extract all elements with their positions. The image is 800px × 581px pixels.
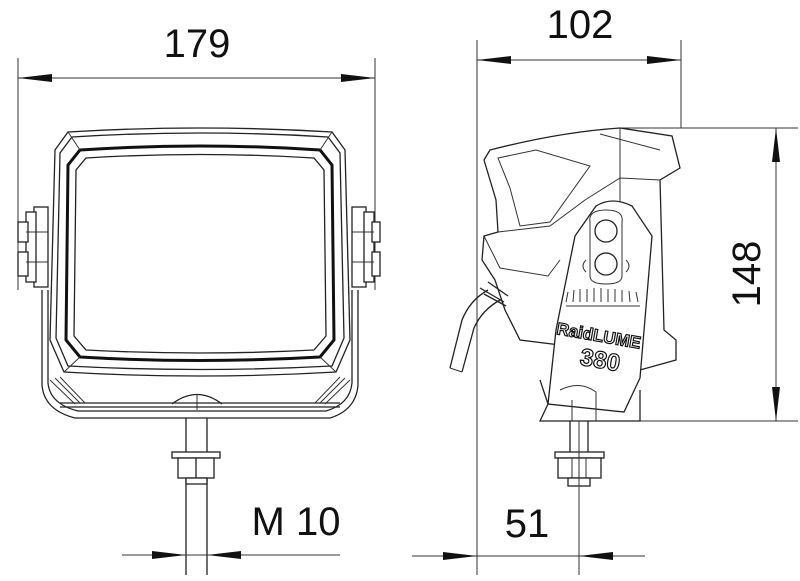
arrow-right-icon	[647, 56, 681, 64]
arrow-left-icon	[477, 56, 511, 64]
height-value: 148	[725, 241, 769, 308]
front-view: 179	[17, 22, 381, 575]
pivot-hole-upper	[594, 219, 618, 243]
arrow-left-icon	[18, 74, 52, 82]
dimension-mount-offset: 51	[412, 502, 645, 560]
width-value: 179	[164, 22, 231, 66]
arrow-right-icon	[443, 552, 477, 560]
arrow-left-icon	[207, 551, 241, 559]
dimension-width: 179	[17, 22, 376, 290]
power-cable	[449, 281, 509, 373]
arrow-up-icon	[772, 128, 780, 162]
mounting-bolt-side	[554, 421, 605, 575]
thread-value: M 10	[252, 500, 341, 544]
pivot-hole-lower	[594, 252, 618, 276]
arrow-right-icon	[152, 551, 186, 559]
depth-value: 102	[547, 3, 614, 47]
model-label: 380	[578, 344, 622, 378]
left-adjust-knob	[17, 206, 49, 288]
arrow-down-icon	[772, 387, 780, 421]
dimension-thread: M 10	[122, 500, 340, 559]
mounting-bolt-front	[171, 418, 221, 575]
dimension-height: 148	[620, 127, 798, 422]
side-view: 102 148	[412, 3, 798, 575]
angle-scale	[565, 288, 640, 307]
mount-offset-value: 51	[505, 502, 550, 546]
arrow-right-icon	[341, 74, 375, 82]
arrow-left-icon	[579, 552, 613, 560]
dimension-depth: 102	[476, 3, 682, 575]
right-adjust-knob	[351, 206, 381, 288]
